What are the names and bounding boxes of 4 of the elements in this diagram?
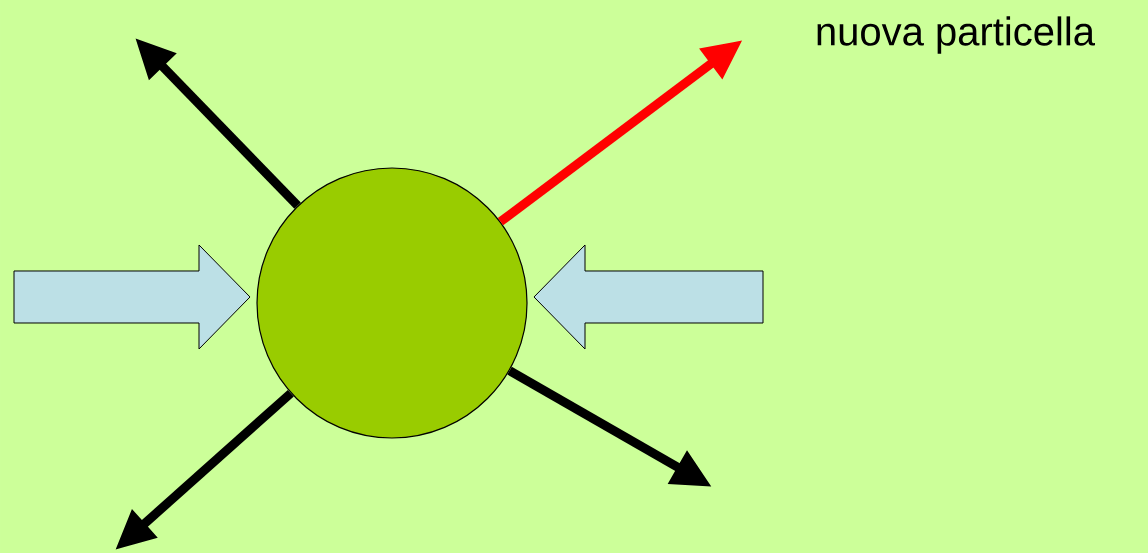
block-arrow	[13, 244, 251, 350]
collision-circle	[256, 167, 528, 439]
block-arrow	[533, 244, 764, 350]
particle-label: nuova particella	[817, 16, 1095, 54]
